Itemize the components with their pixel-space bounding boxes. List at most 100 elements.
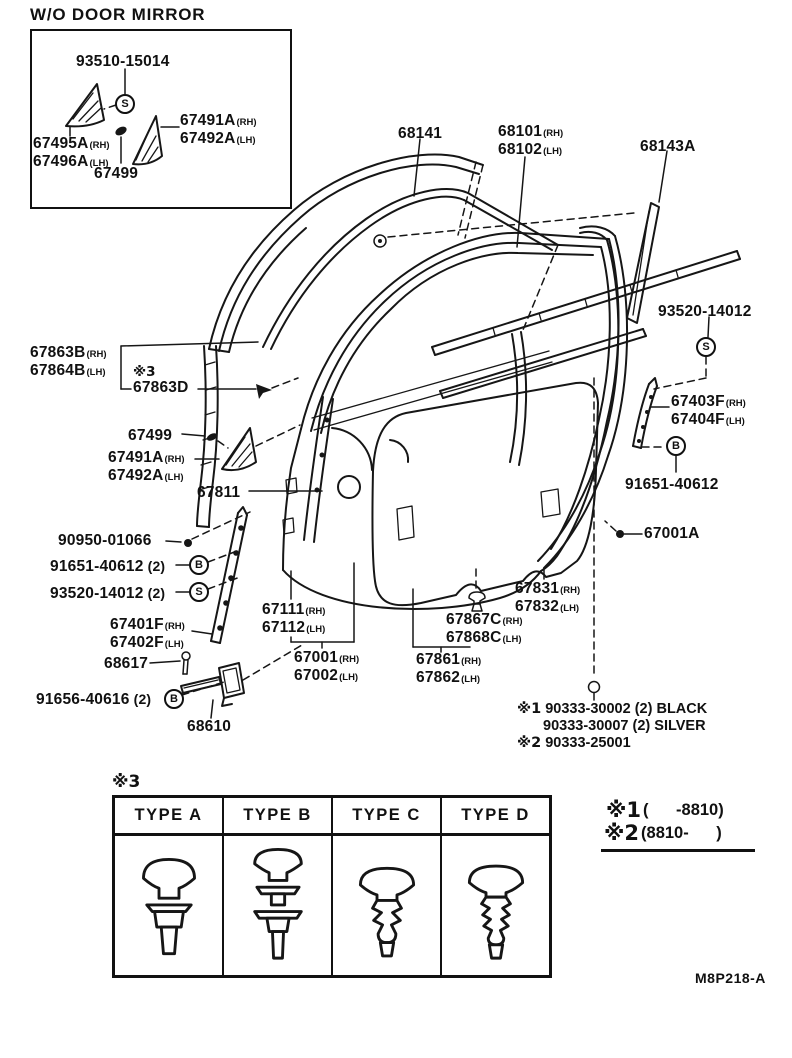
label-68141: 68141 [398,126,442,142]
part-number: 90950-01066 [58,532,152,549]
side-suffix: (RH) [305,606,326,617]
part-number: 67491A [180,112,236,129]
screw-symbol: S [696,337,716,357]
run-channel-67863b-art [120,341,299,528]
part-number: 67499 [94,165,139,182]
bottom-brackets-art [290,562,486,653]
label-90950-01066: 90950-01066 [58,533,152,549]
service-cover-art [371,381,599,607]
part-number: 91656-40616 [36,691,130,708]
part-number: 93520-14012 [658,303,752,320]
clip-type-a-cell [115,836,224,975]
part-number: 67492A [108,467,164,484]
front-corner-trim-art [181,424,323,492]
date-range: ( -8810) [643,801,724,819]
clip-type-d-icon [467,864,524,960]
side-suffix: (RH) [461,656,482,667]
screw-symbol: S [115,94,135,114]
label-68143a: 68143A [640,139,696,155]
side-suffix: (LH) [502,634,522,645]
clip-type-a-header: TYPE A [115,798,224,833]
part-number: 91651-40612 [50,558,144,575]
part-number: 68610 [187,718,232,735]
color-name: SILVER [654,718,706,734]
applicability-2: ※2 (8810- ) [604,823,722,844]
applicability-1: ※1 ( -8810) [606,800,724,821]
part-number: 67402F [110,634,164,651]
label-68610: 68610 [187,719,231,735]
part-number: 67404F [671,411,725,428]
part-number: 67403F [671,393,725,410]
symbol-letter: B [672,440,680,452]
side-suffix: (RH) [164,454,185,465]
clip-type-b-icon [252,847,303,960]
part-number: 67868C [446,629,502,646]
label-67499-mid: 67499 [128,428,172,444]
side-suffix: (RH) [236,117,257,128]
strip-67403f-art [604,316,710,538]
label-67111-67112: 67111(RH) 67112(LH) [262,602,325,638]
label-93520-14012-left: 93520-14012(2) [50,585,165,602]
window-frame-68141-art [208,138,484,353]
clip-type-c-header: TYPE C [333,798,442,833]
clip-type-c-cell [333,836,442,975]
part-number: 67491A [108,449,164,466]
side-suffix: (LH) [86,367,106,378]
door-shell-art [282,231,620,611]
symbol-letter: B [170,693,178,705]
label-67811: 67811 [197,485,240,501]
symbol-letter: S [702,341,710,353]
quantity: (2) [133,691,152,707]
mirror-patch-art [65,68,180,166]
note-mark: ※1 [517,701,542,717]
clip-type-c-icon [358,866,415,957]
clip-type-b-cell [224,836,333,975]
side-suffix: (RH) [502,616,523,627]
quantity: (2) [147,585,166,601]
side-suffix: (RH) [543,128,564,139]
part-number: 90333-25001 [545,735,631,751]
part-number: 67112 [262,619,306,636]
clip-table-body [115,836,549,975]
label-67499-box: 67499 [94,166,138,182]
part-number: 67863B [30,344,86,361]
drawing-code: M8P218-A [695,970,766,986]
side-suffix: (LH) [725,416,745,427]
lower-front-pieces-art [165,506,251,644]
side-suffix: (LH) [560,603,580,614]
belt-molding-art [431,250,741,399]
part-number: 67495A [33,135,89,152]
symbol-letter: S [195,586,203,598]
applicability-underline [601,849,755,852]
symbol-letter: S [121,98,129,110]
label-67401f-67402f: 67401F(RH) 67402F(LH) [110,617,185,653]
part-number: 67111 [262,601,305,618]
part-number: 67401F [110,616,164,633]
part-number: 91651-40612 [625,476,719,493]
part-number: 68141 [398,125,443,142]
side-suffix: (LH) [543,146,563,157]
side-suffix: (RH) [89,140,110,151]
side-suffix: (LH) [236,135,256,146]
label-93520-14012-right: 93520-14012 [658,304,752,320]
clip-table-header: TYPE A TYPE B TYPE C TYPE D [115,798,549,836]
part-number: 67864B [30,362,86,379]
label-67491a-67492a-box: 67491A(RH) 67492A(LH) [180,113,257,149]
part-number: 68102 [498,141,543,158]
color-name: BLACK [656,701,708,717]
note-mark: ※2 [604,821,640,845]
side-suffix: (RH) [164,621,185,632]
part-number: 67492A [180,130,236,147]
page-title: W/O DOOR MIRROR [30,5,206,24]
quantity: (2) [147,558,166,574]
label-67867c-67868c: 67867C(RH) 67868C(LH) [446,612,523,648]
door-glass-68101-art [262,156,635,350]
part-number: 67001 [294,649,339,666]
label-67495a-67496a: 67495A(RH) 67496A(LH) [33,136,110,172]
label-91656-40616: 91656-40616(2) [36,691,151,708]
side-suffix: (RH) [560,585,581,596]
part-number: 67863D [133,379,189,396]
clip-type-a-icon [141,857,196,955]
